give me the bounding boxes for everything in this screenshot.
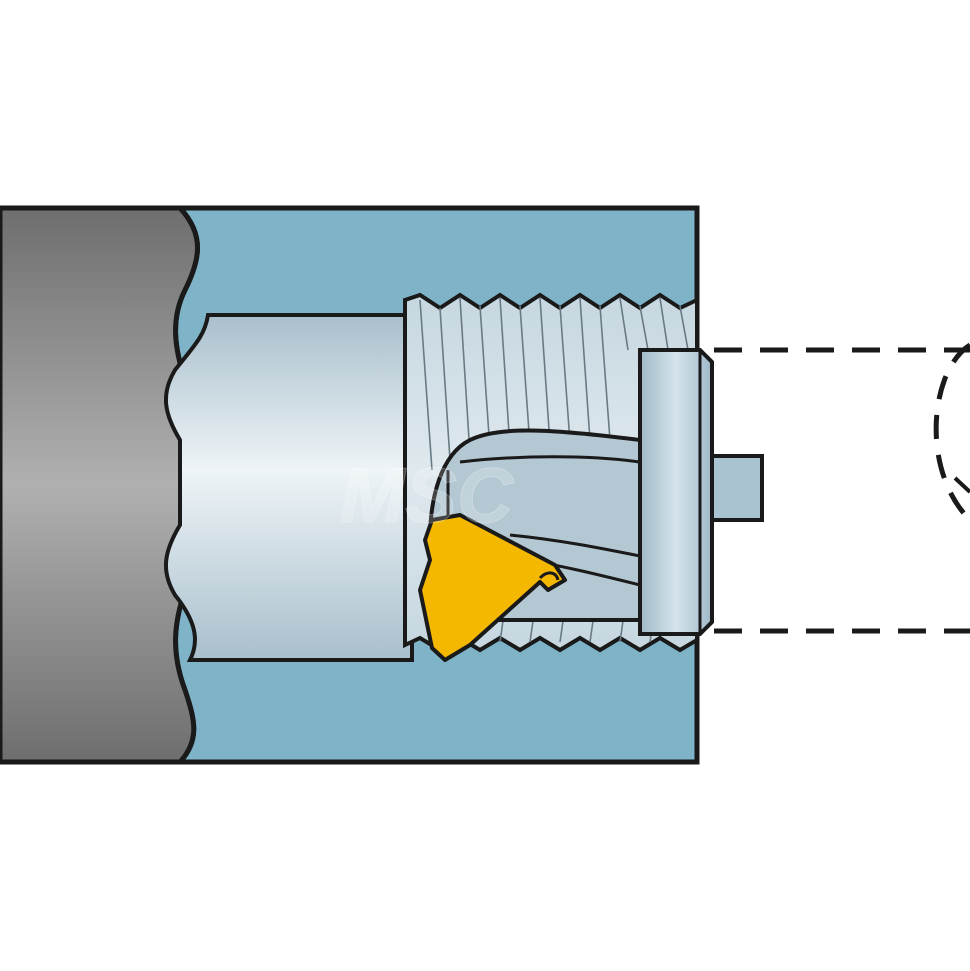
toolholder-spigot: [710, 454, 764, 522]
detail-circle-tick: [953, 476, 970, 494]
detail-circle-icon: [933, 342, 970, 522]
insert-notch: [538, 571, 560, 581]
watermark: MSC: [340, 451, 515, 539]
threading-insert-icon: [418, 513, 567, 662]
tool-shank: [163, 313, 414, 662]
boring-bar: [0, 205, 200, 765]
